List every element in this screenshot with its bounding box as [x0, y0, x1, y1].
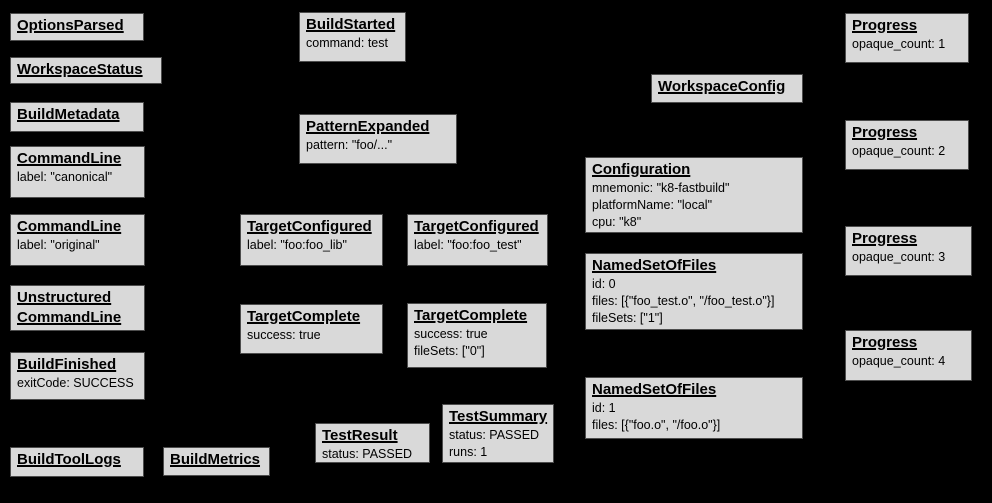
node-build-tool-logs: BuildToolLogs: [10, 447, 144, 477]
node-command-line-original: CommandLine label: "original": [10, 214, 145, 266]
node-named-set-of-files-0: NamedSetOfFiles id: 0 files: [{"foo_test…: [585, 253, 803, 330]
event-title: TestSummary: [449, 408, 548, 425]
event-title: BuildStarted: [306, 16, 396, 33]
event-title: CommandLine: [17, 218, 122, 235]
node-configuration: Configuration mnemonic: "k8-fastbuild" p…: [585, 157, 803, 233]
event-title: OptionsParsed: [17, 17, 124, 34]
event-title: TargetConfigured: [414, 218, 539, 235]
node-build-finished: BuildFinished exitCode: SUCCESS: [10, 352, 145, 400]
event-title: BuildMetrics: [170, 451, 261, 468]
event-attr: id: 0: [592, 277, 616, 291]
node-progress-3: Progress opaque_count: 3: [845, 226, 972, 276]
event-attr: success: true: [247, 328, 321, 342]
event-attr: status: PASSED: [449, 428, 540, 442]
event-attr: fileSets: ["1"]: [592, 311, 663, 325]
node-target-complete-foo-test: TargetComplete success: true fileSets: […: [407, 303, 547, 368]
node-target-configured-foo-lib: TargetConfigured label: "foo:foo_lib": [240, 214, 383, 266]
event-title: Progress: [852, 334, 918, 351]
event-title: NamedSetOfFiles: [592, 381, 717, 398]
event-title: TargetConfigured: [247, 218, 372, 235]
event-title: Configuration: [592, 161, 691, 178]
event-title: Unstructured CommandLine: [17, 289, 122, 326]
node-test-result: TestResult status: PASSED: [315, 423, 430, 463]
event-title: TestResult: [322, 427, 398, 444]
node-progress-4: Progress opaque_count: 4: [845, 330, 972, 381]
event-attr: command: test: [306, 36, 388, 50]
node-named-set-of-files-1: NamedSetOfFiles id: 1 files: [{"foo.o", …: [585, 377, 803, 439]
node-progress-1: Progress opaque_count: 1: [845, 13, 969, 63]
event-attr: opaque_count: 4: [852, 354, 946, 368]
node-workspace-status: WorkspaceStatus: [10, 57, 162, 84]
node-workspace-config: WorkspaceConfig: [651, 74, 803, 103]
event-title: BuildToolLogs: [17, 451, 121, 468]
node-command-line-canonical: CommandLine label: "canonical": [10, 146, 145, 198]
node-pattern-expanded: PatternExpanded pattern: "foo/...": [299, 114, 457, 164]
node-progress-2: Progress opaque_count: 2: [845, 120, 969, 170]
node-test-summary: TestSummary status: PASSED runs: 1: [442, 404, 554, 463]
node-target-complete-foo-lib: TargetComplete success: true: [240, 304, 383, 354]
event-attr: opaque_count: 2: [852, 144, 946, 158]
node-build-metadata: BuildMetadata: [10, 102, 144, 132]
node-build-started: BuildStarted command: test: [299, 12, 406, 62]
event-attr: fileSets: ["0"]: [414, 344, 485, 358]
event-attr: label: "original": [17, 238, 100, 252]
node-build-metrics: BuildMetrics: [163, 447, 270, 476]
event-title: Progress: [852, 17, 918, 34]
event-title: Progress: [852, 230, 918, 247]
event-attr: opaque_count: 1: [852, 37, 946, 51]
event-attr: opaque_count: 3: [852, 250, 946, 264]
event-attr: pattern: "foo/...": [306, 138, 393, 152]
event-title: WorkspaceConfig: [658, 78, 786, 95]
event-attr: files: [{"foo_test.o", "/foo_test.o"}]: [592, 294, 775, 308]
event-attr: runs: 1: [449, 445, 488, 459]
event-title: PatternExpanded: [306, 118, 430, 135]
event-attr: id: 1: [592, 401, 616, 415]
node-target-configured-foo-test: TargetConfigured label: "foo:foo_test": [407, 214, 548, 266]
event-title: NamedSetOfFiles: [592, 257, 717, 274]
event-attr: cpu: "k8": [592, 215, 642, 229]
event-attr: label: "canonical": [17, 170, 113, 184]
node-options-parsed: OptionsParsed: [10, 13, 144, 41]
event-title: WorkspaceStatus: [17, 61, 143, 78]
event-title: Progress: [852, 124, 918, 141]
event-title: TargetComplete: [414, 307, 528, 324]
event-attr: label: "foo:foo_lib": [247, 238, 347, 252]
event-attr: label: "foo:foo_test": [414, 238, 522, 252]
event-attr: mnemonic: "k8-fastbuild": [592, 181, 730, 195]
event-attr: success: true: [414, 327, 488, 341]
node-unstructured-command-line: Unstructured CommandLine: [10, 285, 145, 331]
event-title: TargetComplete: [247, 308, 361, 325]
event-attr: exitCode: SUCCESS: [17, 376, 134, 390]
event-attr: platformName: "local": [592, 198, 713, 212]
event-attr: status: PASSED: [322, 447, 413, 461]
event-title: BuildMetadata: [17, 106, 120, 123]
event-attr: files: [{"foo.o", "/foo.o"}]: [592, 418, 721, 432]
event-title: CommandLine: [17, 150, 122, 167]
event-title: BuildFinished: [17, 356, 117, 373]
